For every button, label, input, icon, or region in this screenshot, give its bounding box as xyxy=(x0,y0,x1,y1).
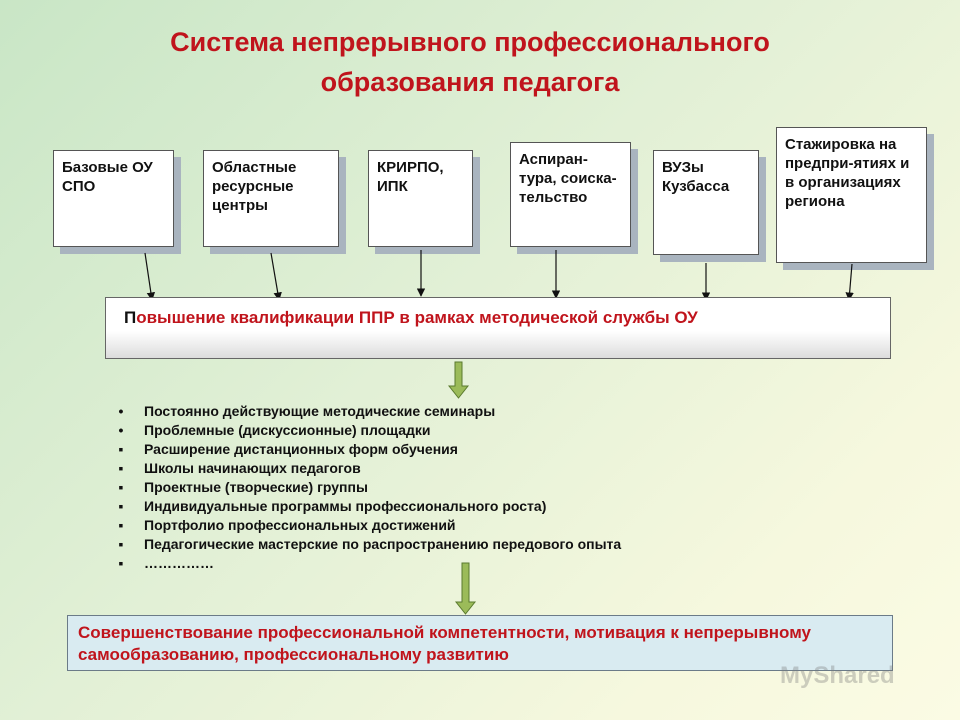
list-item-text: Проблемные (дискуссионные) площадки xyxy=(144,422,431,438)
result-box: Совершенствование профессиональной компе… xyxy=(67,615,893,671)
list-item: ▪ …………… xyxy=(115,554,621,573)
list-item-text: Постоянно действующие методические семин… xyxy=(144,403,496,419)
page-title: Система непрерывного профессионального о… xyxy=(80,22,860,102)
list-item: ▪ Индивидуальные программы профессиональн… xyxy=(115,497,621,516)
bullet-marker: • xyxy=(118,403,124,419)
bullet-marker: ▪ xyxy=(118,536,124,552)
list-item-text: Портфолио профессиональных достижений xyxy=(144,517,456,533)
list-item: ▪ Портфолио профессиональных достижений xyxy=(115,516,621,535)
list-item: ▪ Педагогические мастерские по распростра… xyxy=(115,535,622,554)
arrow-internship-to-qualification xyxy=(845,263,854,301)
bullet-marker: ▪ xyxy=(118,479,124,495)
list-item-text: Педагогические мастерские по распростран… xyxy=(144,536,622,552)
qualification-first-letter: П xyxy=(124,308,137,327)
arrow-base-to-qualification xyxy=(144,252,156,301)
list-item: ▪ Проектные (творческие) группы xyxy=(115,478,621,497)
list-item-text: Проектные (творческие) группы xyxy=(144,479,368,495)
list-item: • Постоянно действующие методические семи… xyxy=(115,402,621,421)
arrow-centers-to-qualification xyxy=(270,252,282,301)
list-item: ▪ Школы начинающих педагогов xyxy=(115,459,621,478)
source-box-postgraduate: Аспиран-тура, соиска-тельство xyxy=(510,142,631,247)
bullet-marker: ▪ xyxy=(118,498,124,514)
list-item: • Проблемные (дискуссионные) площадки xyxy=(115,421,621,440)
watermark-logo: MyShared xyxy=(780,662,895,689)
source-box-internship: Стажировка на предпри-ятиях и в организа… xyxy=(776,127,927,263)
list-item-text: Расширение дистанционных форм обучения xyxy=(144,441,458,457)
bullet-marker: ▪ xyxy=(118,555,124,571)
source-box-universities: ВУЗы Кузбасса xyxy=(653,150,759,255)
activity-list: • Постоянно действующие методические семи… xyxy=(115,402,622,573)
source-box-base-institutions: Базовые ОУ СПО xyxy=(53,150,174,247)
list-item: ▪ Расширение дистанционных форм обучения xyxy=(115,440,621,459)
qualification-bar: Повышение квалификации ППР в рамках мето… xyxy=(105,297,891,359)
bullet-marker: ▪ xyxy=(118,517,124,533)
source-box-krirpo: КРИРПО, ИПК xyxy=(368,150,473,247)
qualification-rest: овышение квалификации ППР в рамках метод… xyxy=(136,308,698,327)
list-item-text: Индивидуальные программы профессионально… xyxy=(144,498,547,514)
list-item-text: Школы начинающих педагогов xyxy=(144,460,361,476)
qualification-text: Повышение квалификации ППР в рамках мето… xyxy=(124,308,698,328)
title-line-1: Система непрерывного профессионального xyxy=(170,27,770,57)
bullet-marker: ▪ xyxy=(118,441,124,457)
bullet-marker: • xyxy=(118,422,124,438)
source-box-regional-centers: Областные ресурсные центры xyxy=(203,150,339,247)
title-line-2: образования педагога xyxy=(320,67,620,97)
down-arrow-to-bullets xyxy=(447,361,470,399)
bullet-marker: ▪ xyxy=(118,460,124,476)
list-item-text: …………… xyxy=(144,555,214,571)
